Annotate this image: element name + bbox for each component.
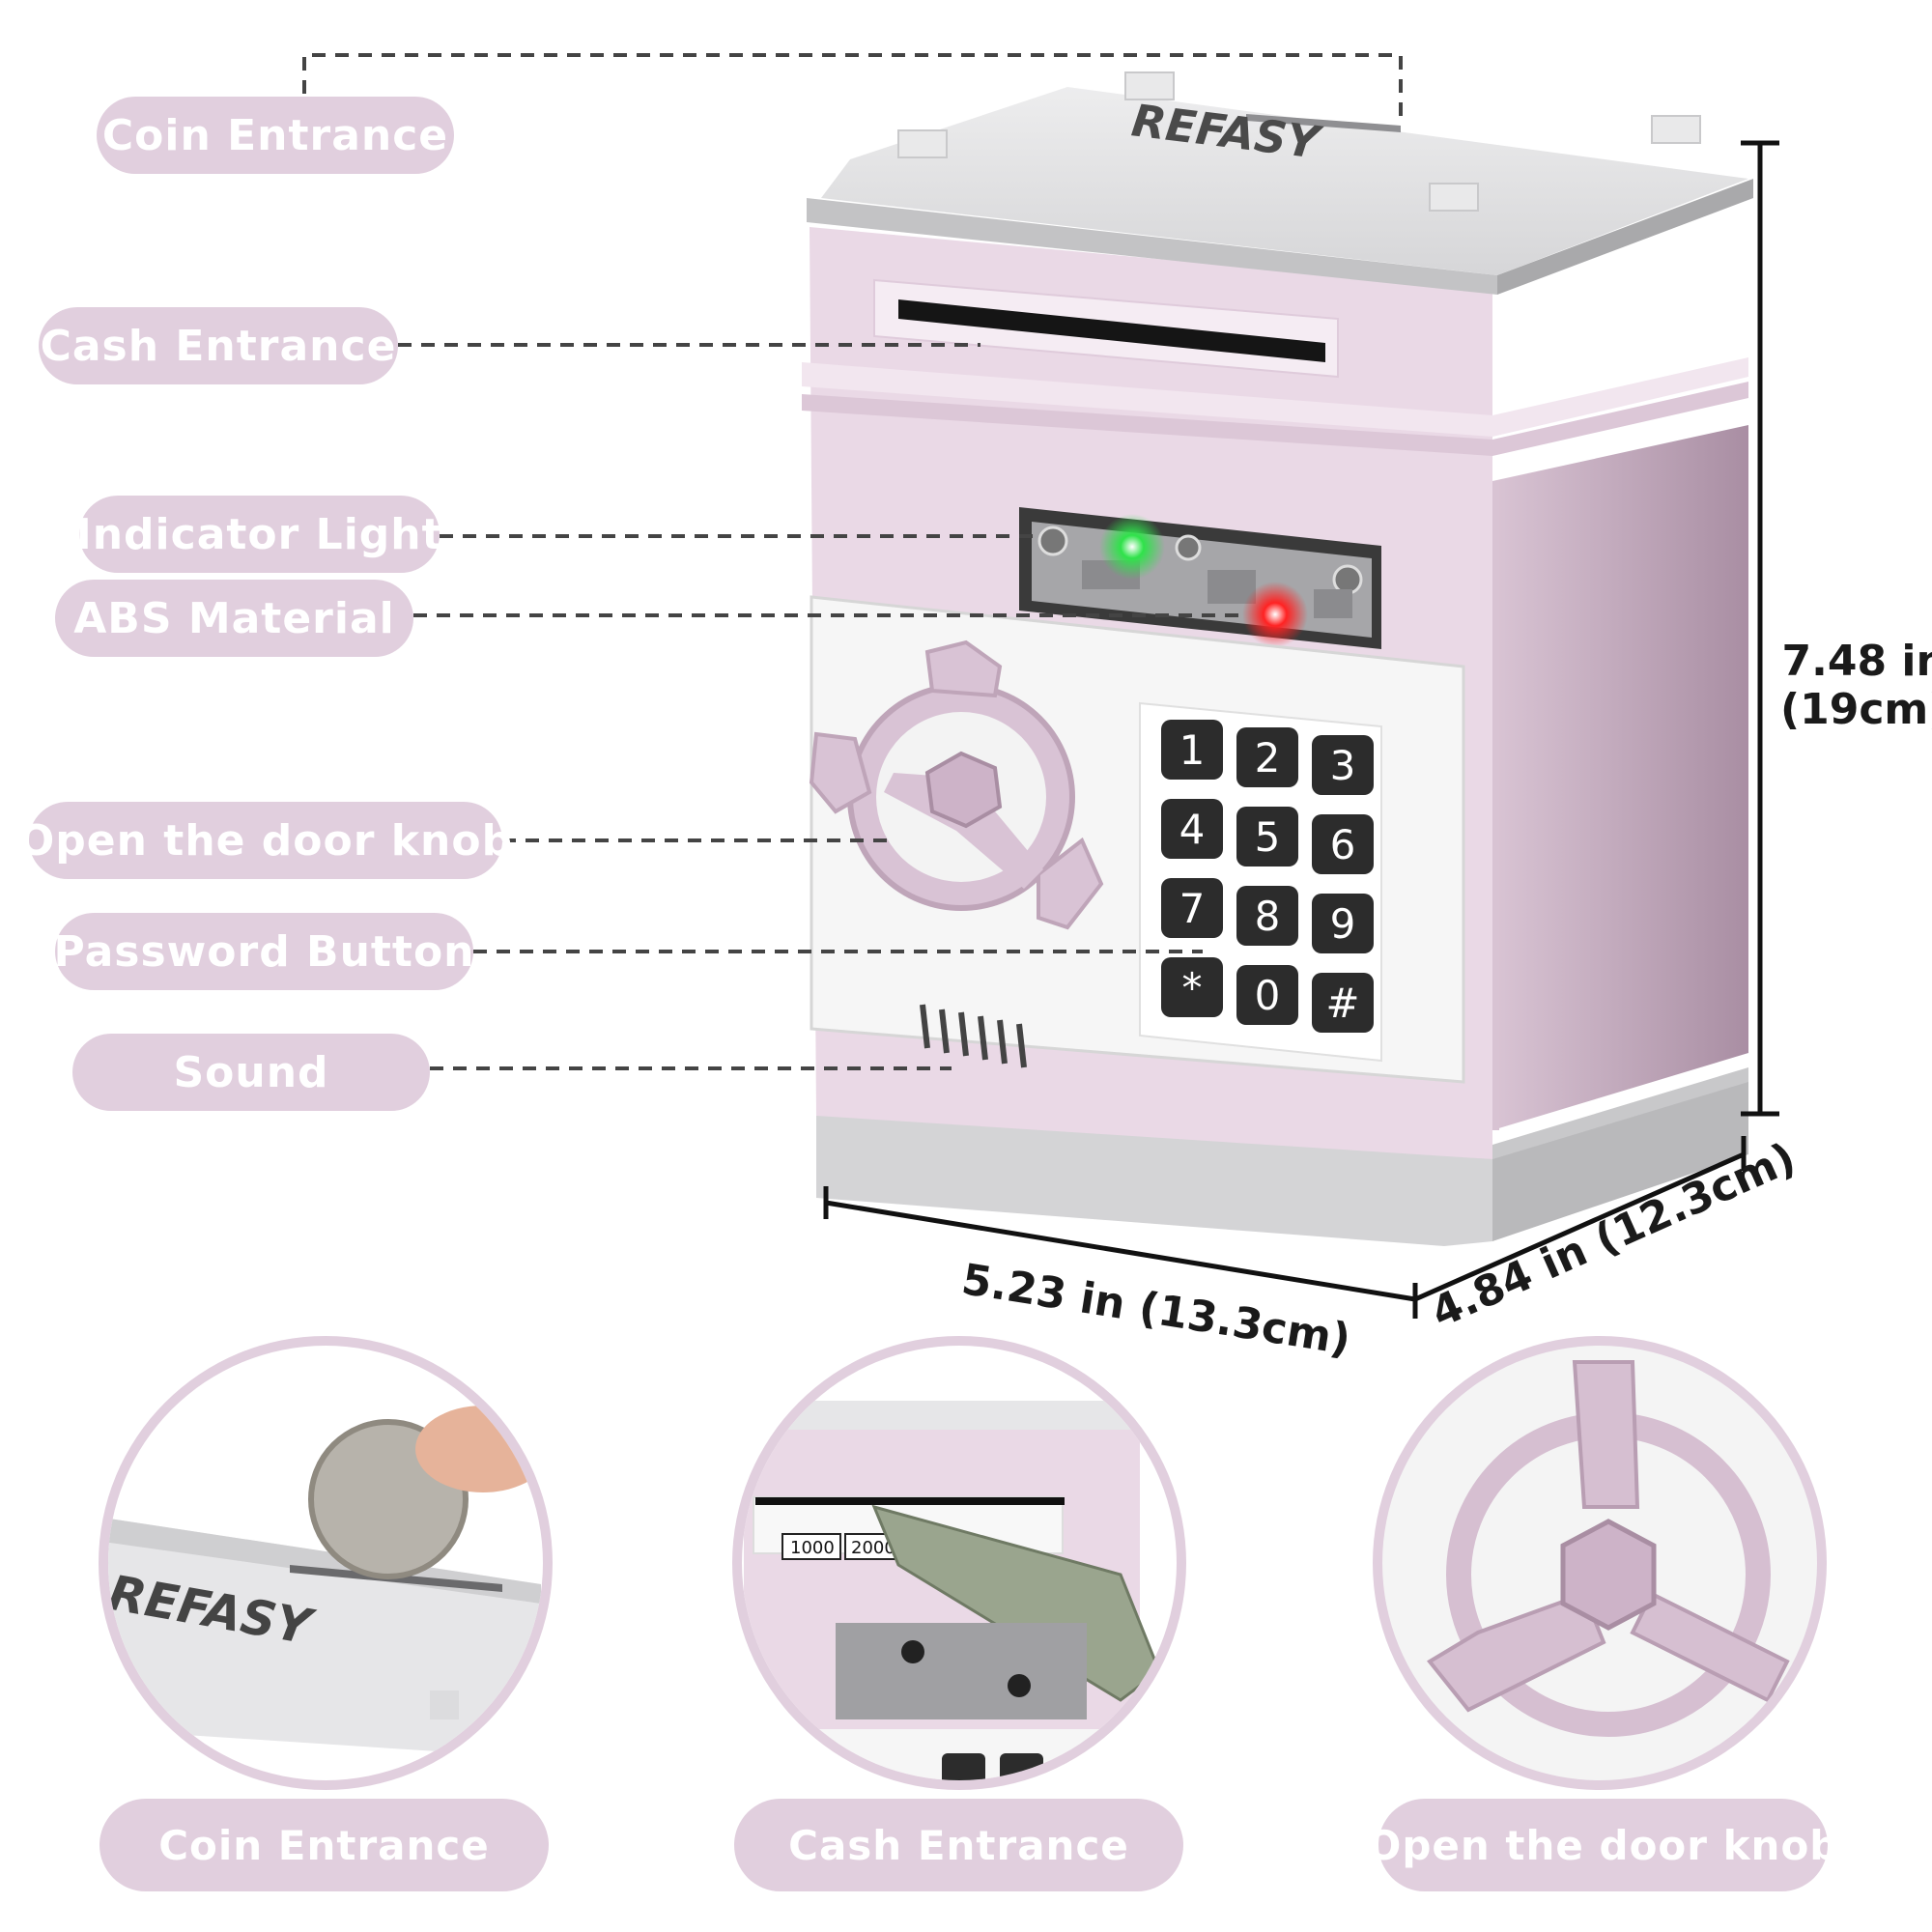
banknote-label-a: 1000 <box>790 1538 835 1558</box>
detail-cash-illustration: 1000 2000 <box>732 1336 1186 1790</box>
detail-label-cash-entrance: Cash Entrance <box>734 1799 1183 1891</box>
keypad-key-4[interactable]: 4 <box>1161 799 1223 859</box>
keypad-key-label: 0 <box>1255 972 1281 1019</box>
callout-lines <box>302 53 1403 1070</box>
keypad-key-1[interactable]: 1 <box>1161 720 1223 780</box>
bank-side-panel <box>1476 425 1748 1130</box>
keypad-key-label: 9 <box>1330 900 1356 948</box>
detail-knob-illustration <box>1373 1336 1827 1790</box>
keypad-key-hash[interactable]: # <box>1312 973 1374 1033</box>
keypad-key-8[interactable]: 8 <box>1236 886 1298 946</box>
keypad-key-label: 3 <box>1330 742 1356 789</box>
keypad-key-9[interactable]: 9 <box>1312 894 1374 953</box>
keypad-key-label: * <box>1182 964 1203 1011</box>
keypad-key-0[interactable]: 0 <box>1236 965 1298 1025</box>
bank-base <box>816 1067 1748 1246</box>
callout-abs-material: ABS Material <box>55 580 413 657</box>
keypad-key-label: 4 <box>1179 806 1206 853</box>
keypad-key-2[interactable]: 2 <box>1236 727 1298 787</box>
leader-coin <box>302 53 1403 121</box>
callout-indicator-light: Indicator Light <box>75 496 442 573</box>
keypad-key-label: 2 <box>1255 734 1281 781</box>
keypad-key-star[interactable]: * <box>1161 957 1223 1017</box>
height-cm: (19cm) <box>1780 685 1932 734</box>
callout-door-knob: Open the door knob <box>18 802 512 879</box>
keypad-key-label: 5 <box>1255 813 1281 861</box>
width-dimension-line <box>825 1200 1416 1302</box>
callout-sound: Sound <box>72 1034 430 1111</box>
keypad-key-label: # <box>1325 980 1359 1027</box>
keypad-key-3[interactable]: 3 <box>1312 735 1374 795</box>
keypad-key-7[interactable]: 7 <box>1161 878 1223 938</box>
speaker-grille <box>920 1004 1027 1068</box>
keypad-key-label: 7 <box>1179 885 1206 932</box>
keypad-key-5[interactable]: 5 <box>1236 807 1298 867</box>
red-indicator-led <box>1242 582 1308 647</box>
detail-label-door-knob: Open the door knob <box>1367 1799 1838 1891</box>
dimension-lines <box>823 140 1779 1319</box>
callout-coin-entrance: Coin Entrance <box>97 97 454 174</box>
depth-dimension-line <box>1413 1151 1746 1302</box>
detail-coin-illustration: REFASY <box>99 1336 553 1790</box>
callout-password-button: Password Button <box>54 913 474 990</box>
bank-lid: REFASY <box>807 71 1753 295</box>
height-dimension-label: 7.48 in (19cm) <box>1780 638 1932 734</box>
keypad-key-label: 1 <box>1179 726 1206 774</box>
keypad-key-label: 8 <box>1255 893 1281 940</box>
door-knob-dial[interactable] <box>809 639 1104 930</box>
green-indicator-led <box>1099 514 1165 580</box>
callout-cash-entrance: Cash Entrance <box>39 307 398 384</box>
keypad-key-label: 6 <box>1330 821 1356 868</box>
detail-label-coin-entrance: Coin Entrance <box>99 1799 549 1891</box>
banknote-label-b: 2000 <box>851 1538 895 1558</box>
cash-slot <box>873 278 1339 379</box>
keypad-key-6[interactable]: 6 <box>1312 814 1374 874</box>
height-inches: 7.48 in <box>1781 637 1932 686</box>
password-keypad: 1 2 3 4 5 6 7 8 9 * 0 # <box>1161 720 1374 1033</box>
